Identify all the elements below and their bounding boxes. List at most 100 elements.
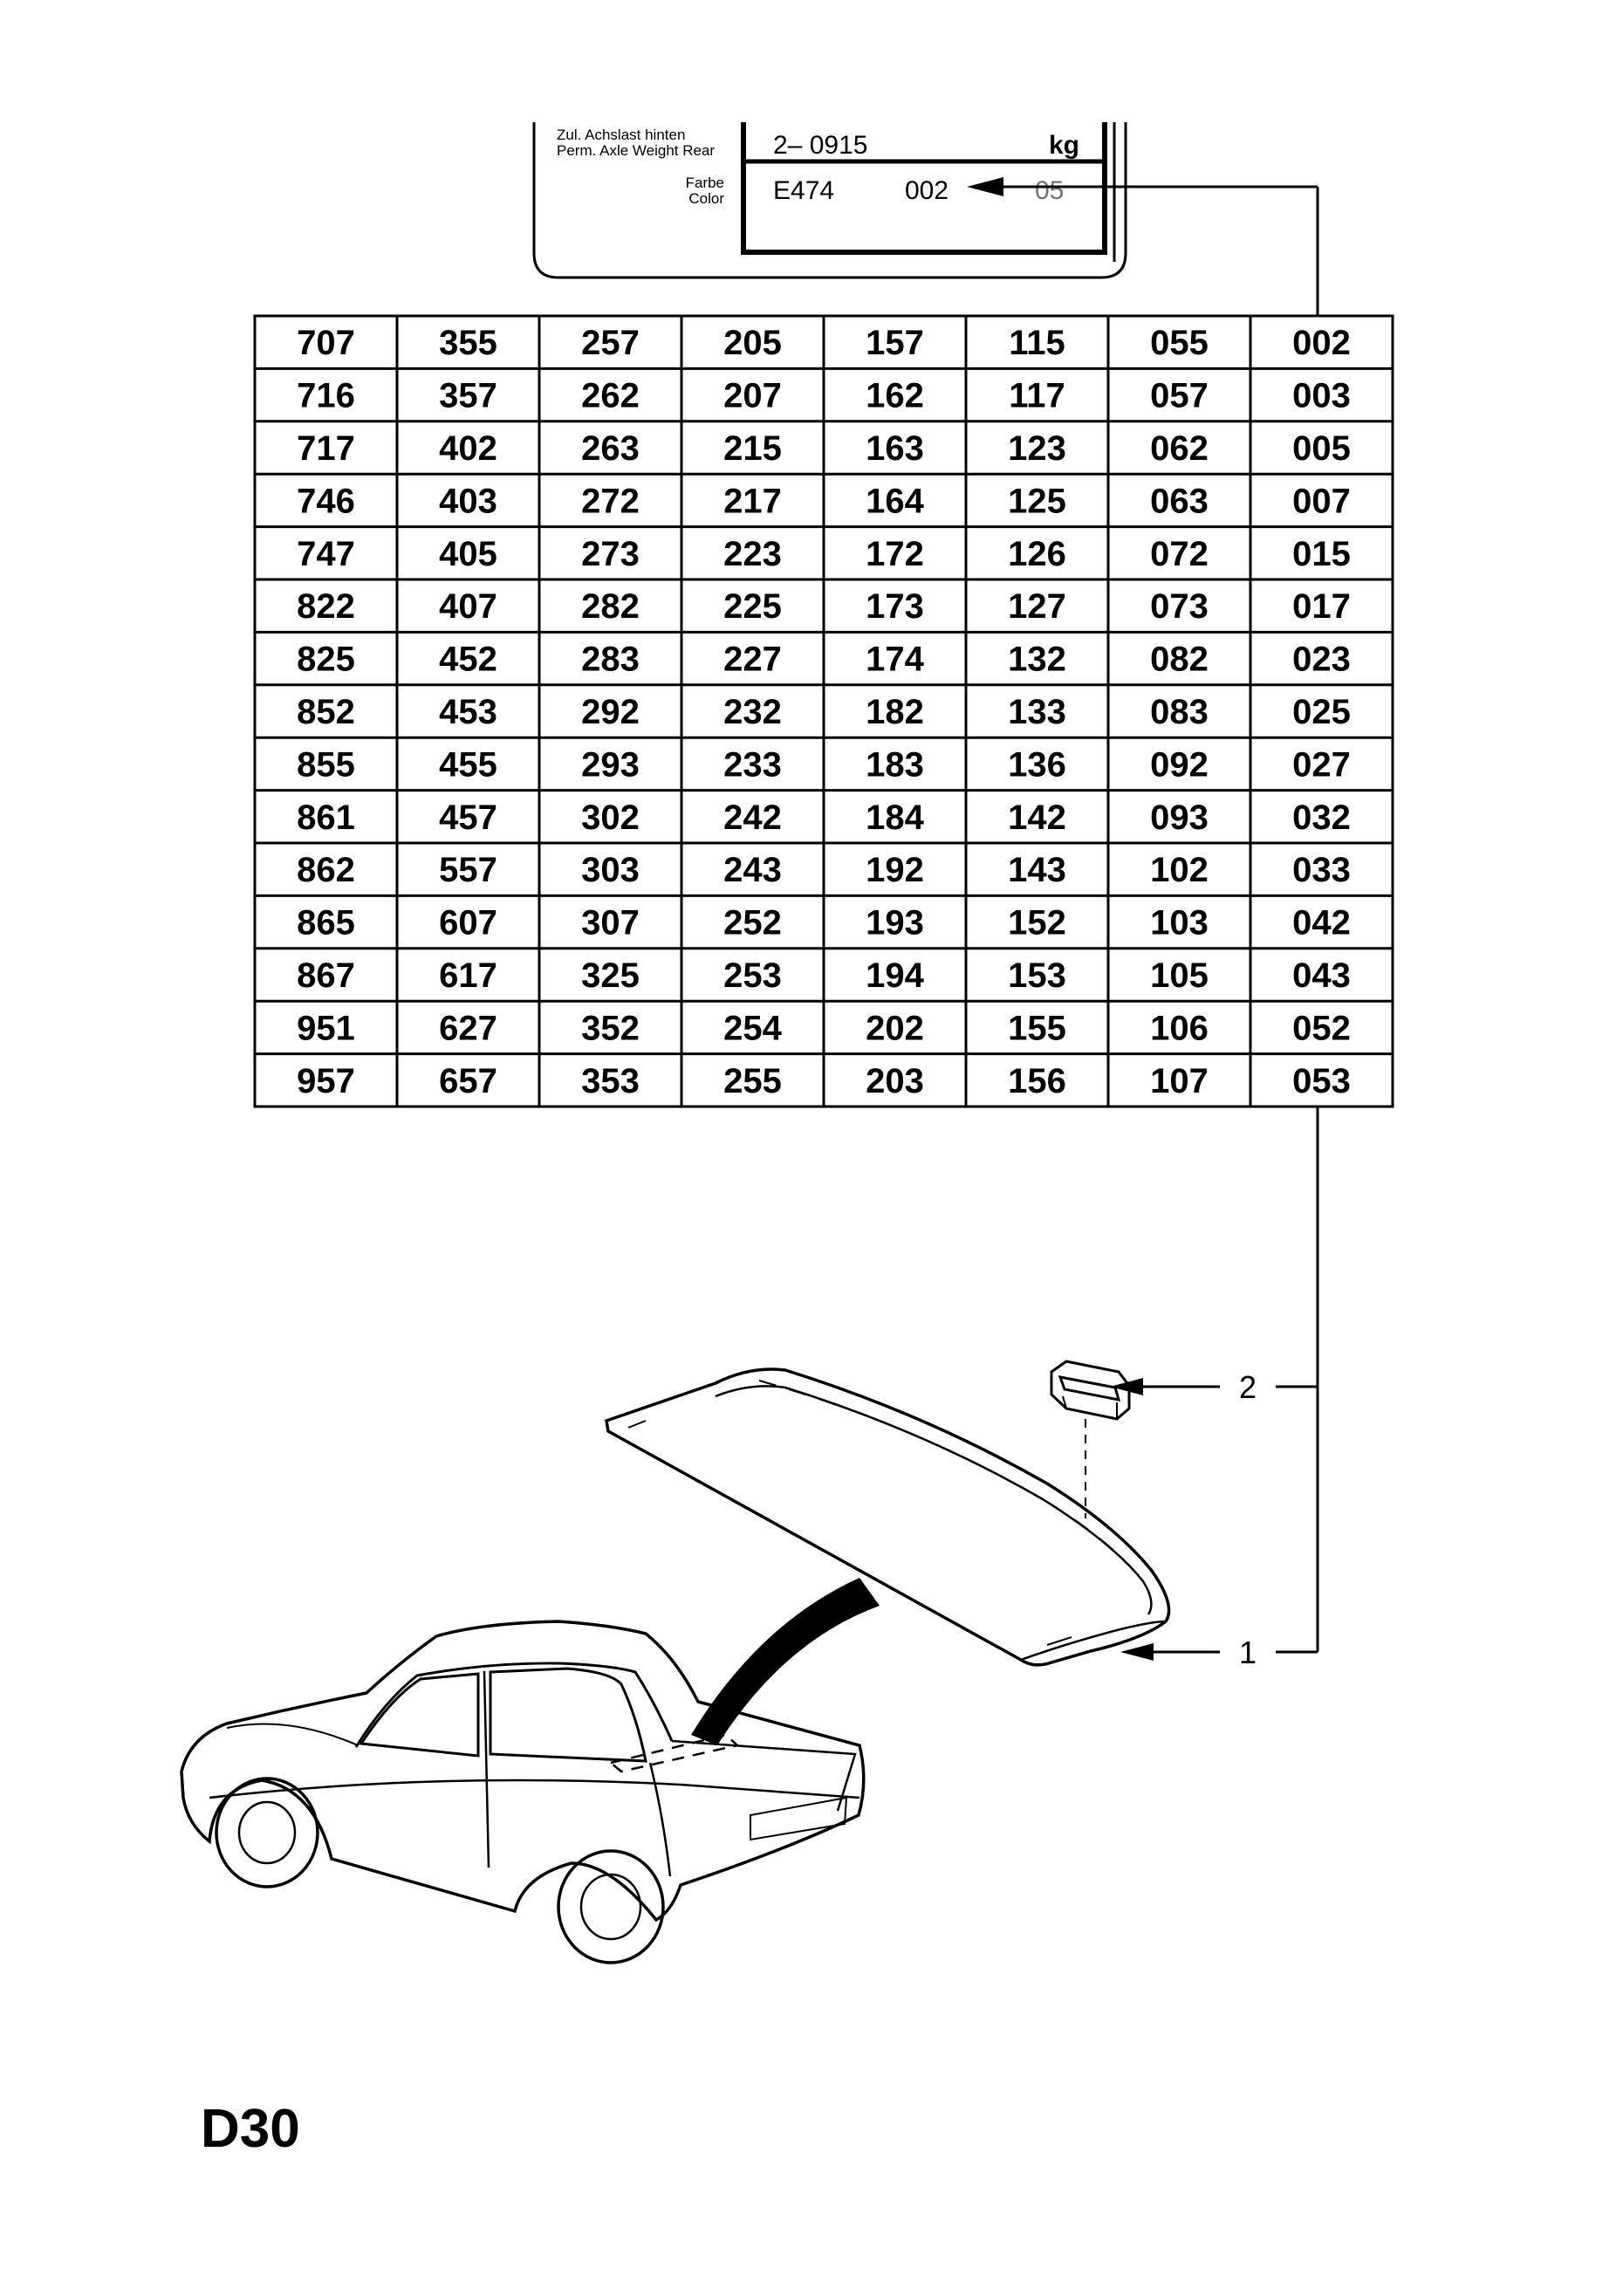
- table-cell: 302: [581, 798, 640, 837]
- table-cell: 143: [1008, 851, 1066, 889]
- table-cell: 182: [866, 693, 924, 731]
- table-cell: 152: [1008, 904, 1066, 942]
- table-cell: 402: [439, 429, 497, 468]
- table-cell: 283: [581, 641, 640, 679]
- table-cell: 203: [866, 1062, 924, 1100]
- table-cell: 452: [439, 641, 497, 679]
- table-cell: 062: [1150, 429, 1209, 468]
- table-cell: 855: [297, 745, 355, 784]
- color-label-en: Color: [688, 190, 724, 207]
- table-cell: 852: [297, 693, 355, 731]
- color-code: E474: [773, 176, 834, 205]
- table-cell: 027: [1292, 745, 1351, 784]
- table-cell: 242: [723, 798, 782, 837]
- table-cell: 627: [439, 1009, 497, 1047]
- table-cell: 072: [1150, 535, 1209, 573]
- table-cell: 355: [439, 324, 497, 362]
- table-cell: 157: [866, 324, 924, 362]
- table-cell: 293: [581, 745, 640, 784]
- table-cell: 215: [723, 429, 782, 468]
- table-cell: 173: [866, 587, 924, 626]
- table-cell: 123: [1008, 429, 1066, 468]
- table-cell: 232: [723, 693, 782, 731]
- axle-weight-label-en: Perm. Axle Weight Rear: [557, 142, 715, 159]
- table-cell: 207: [723, 377, 782, 415]
- table-cell: 405: [439, 535, 497, 573]
- table-cell: 357: [439, 377, 497, 415]
- table-cell: 716: [297, 377, 355, 415]
- table-cell: 273: [581, 535, 640, 573]
- table-cell: 102: [1150, 851, 1209, 889]
- callout-2: 2: [1110, 1369, 1257, 1405]
- table-cell: 607: [439, 904, 497, 942]
- car-to-shelf-arrow: [691, 1578, 880, 1745]
- table-cell: 223: [723, 535, 782, 573]
- table-cell: 262: [581, 377, 640, 415]
- table-cell: 092: [1150, 745, 1209, 784]
- table-cell: 136: [1008, 745, 1066, 784]
- callout-1-arrow-head: [1120, 1643, 1154, 1661]
- table-cell: 132: [1008, 641, 1066, 679]
- table-cell: 155: [1008, 1009, 1066, 1047]
- table-cell: 163: [866, 429, 924, 468]
- car-drawing: [180, 1620, 866, 1964]
- table-cell: 183: [866, 745, 924, 784]
- callout-1: 1: [1120, 1635, 1257, 1670]
- table-cell: 053: [1292, 1062, 1351, 1100]
- color-value: 002: [905, 176, 948, 205]
- table-cell: 257: [581, 324, 640, 362]
- table-cell: 003: [1292, 377, 1351, 415]
- table-cell: 822: [297, 587, 355, 626]
- table-cell: 192: [866, 851, 924, 889]
- table-cell: 862: [297, 851, 355, 889]
- table-cell: 217: [723, 482, 782, 520]
- table-cell: 082: [1150, 641, 1209, 679]
- callout-label-1: 1: [1239, 1635, 1257, 1670]
- callout-2-arrow-head: [1110, 1378, 1143, 1395]
- table-cell: 746: [297, 482, 355, 520]
- table-cell: 105: [1150, 956, 1209, 995]
- table-cell: 184: [866, 798, 924, 837]
- table-cell: 205: [723, 324, 782, 362]
- table-cell: 052: [1292, 1009, 1351, 1047]
- clip-part-drawing: [1050, 1360, 1131, 1518]
- table-cell: 227: [723, 641, 782, 679]
- table-cell: 867: [297, 956, 355, 995]
- table-cell: 352: [581, 1009, 640, 1047]
- table-cell: 023: [1292, 641, 1351, 679]
- table-cell: 073: [1150, 587, 1209, 626]
- table-cell: 057: [1150, 377, 1209, 415]
- table-cell: 717: [297, 429, 355, 468]
- table-cell: 292: [581, 693, 640, 731]
- table-cell: 403: [439, 482, 497, 520]
- axle-weight-value: 2– 0915: [773, 131, 867, 160]
- table-cell: 117: [1009, 377, 1065, 415]
- table-cell: 747: [297, 535, 355, 573]
- color-arrow-head: [967, 177, 1003, 196]
- table-cell: 957: [297, 1062, 355, 1100]
- table-cell: 093: [1150, 798, 1209, 837]
- table-cell: 164: [866, 482, 924, 520]
- table-cell: 002: [1292, 324, 1351, 362]
- table-cell: 172: [866, 535, 924, 573]
- table-cell: 243: [723, 851, 782, 889]
- table-cell: 254: [723, 1009, 782, 1047]
- table-cell: 557: [439, 851, 497, 889]
- table-cell: 005: [1292, 429, 1351, 468]
- table-cell: 033: [1292, 851, 1351, 889]
- table-cell: 007: [1292, 482, 1351, 520]
- table-cell: 455: [439, 745, 497, 784]
- table-cell: 194: [866, 956, 924, 995]
- table-cell: 107: [1150, 1062, 1209, 1100]
- axle-weight-label-de: Zul. Achslast hinten: [557, 127, 685, 143]
- table-cell: 707: [297, 324, 355, 362]
- table-cell: 125: [1008, 482, 1066, 520]
- table-cell: 202: [866, 1009, 924, 1047]
- table-cell: 407: [439, 587, 497, 626]
- table-cell: 225: [723, 587, 782, 626]
- page-code: D30: [201, 2099, 300, 2159]
- table-cell: 126: [1008, 535, 1066, 573]
- callout-label-2: 2: [1239, 1369, 1257, 1405]
- table-cell: 106: [1150, 1009, 1209, 1047]
- table-cell: 263: [581, 429, 640, 468]
